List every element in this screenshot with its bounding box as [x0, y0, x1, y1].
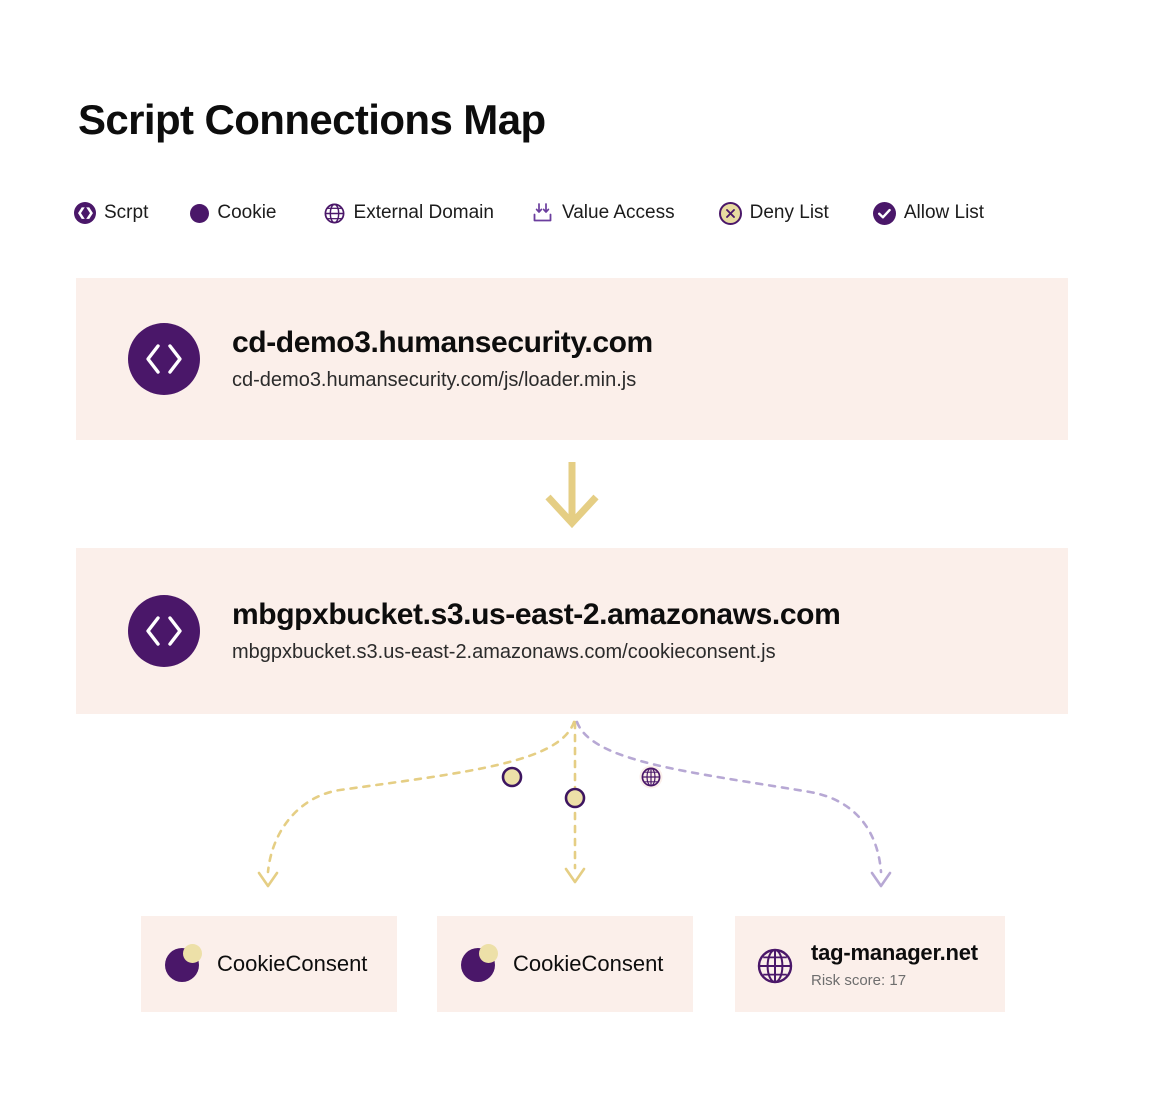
code-brackets-icon: ❮❯ [74, 202, 96, 224]
legend-item-value-access: Value Access [532, 196, 675, 230]
edge-to-leaf-2 [564, 720, 586, 884]
leaf-card-text: CookieConsent [513, 951, 663, 977]
leaf-card-cookieconsent-2[interactable]: CookieConsent [437, 916, 693, 1012]
cookie-icon [461, 944, 501, 984]
script-title: cd-demo3.humansecurity.com [232, 326, 653, 359]
deny-circle-x-icon [718, 201, 742, 225]
leaf-card-text: CookieConsent [217, 951, 367, 977]
download-tray-icon [532, 201, 554, 225]
cookie-marker-edge-1 [501, 766, 523, 788]
cookie-dot-icon [190, 203, 210, 223]
code-brackets-icon [128, 323, 200, 395]
globe-marker-edge-3 [639, 765, 663, 789]
leaf-title: CookieConsent [513, 951, 664, 976]
script-card-text: mbgpxbucket.s3.us-east-2.amazonaws.com m… [232, 598, 841, 664]
page-title: Script Connections Map [78, 96, 546, 143]
cookie-icon [165, 944, 205, 984]
leaf-title: tag-manager.net [811, 939, 978, 965]
legend-item-external-domain: External Domain [323, 196, 494, 230]
legend-label: Cookie [217, 202, 277, 223]
legend-item-scrpt: ❮❯ Scrpt [74, 196, 148, 230]
allow-circle-check-icon [872, 201, 896, 225]
legend-item-cookie: Cookie [190, 196, 277, 230]
legend-label: Scrpt [104, 202, 149, 223]
leaf-card-tag-manager[interactable]: tag-manager.net Risk score: 17 [735, 916, 1005, 1012]
legend-label: Deny List [749, 202, 829, 223]
legend-label: Allow List [903, 202, 985, 223]
leaf-card-cookieconsent-1[interactable]: CookieConsent [141, 916, 397, 1012]
legend-item-deny-list: Deny List [718, 196, 829, 230]
globe-icon [755, 944, 795, 984]
edge-to-leaf-3 [575, 720, 892, 888]
legend-label: Value Access [561, 202, 675, 223]
script-card-1[interactable]: cd-demo3.humansecurity.com cd-demo3.huma… [76, 278, 1068, 440]
leaf-risk-score: Risk score: 17 [811, 971, 907, 989]
cookie-crumb [479, 944, 498, 963]
code-brackets-icon [128, 595, 200, 667]
script-card-2[interactable]: mbgpxbucket.s3.us-east-2.amazonaws.com m… [76, 548, 1068, 714]
legend: ❮❯ Scrpt Cookie External Domain Value [74, 196, 984, 230]
leaf-title: CookieConsent [217, 951, 368, 976]
script-url: cd-demo3.humansecurity.com/js/loader.min… [232, 369, 637, 391]
legend-item-allow-list: Allow List [872, 196, 985, 230]
leaf-card-text: tag-manager.net Risk score: 17 [811, 940, 978, 989]
cookie-marker-edge-2 [564, 787, 586, 809]
globe-icon [323, 202, 346, 225]
main-flow-arrow [545, 462, 599, 529]
legend-label: External Domain [353, 202, 494, 223]
script-url: mbgpxbucket.s3.us-east-2.amazonaws.com/c… [232, 641, 776, 663]
script-title: mbgpxbucket.s3.us-east-2.amazonaws.com [232, 598, 841, 631]
cookie-crumb [183, 944, 202, 963]
edge-to-leaf-1 [257, 720, 576, 888]
script-card-text: cd-demo3.humansecurity.com cd-demo3.huma… [232, 326, 653, 392]
